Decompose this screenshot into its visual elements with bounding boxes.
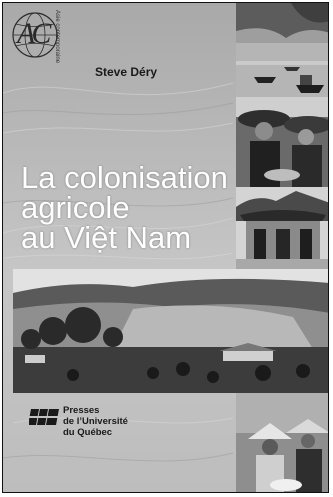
publisher-line-2: de l’Université <box>63 416 128 427</box>
publisher-logo-icon <box>29 409 59 425</box>
publisher-name: Presses de l’Université du Québec <box>63 405 128 438</box>
publisher-line-3: du Québec <box>63 427 113 438</box>
photo-pagoda-building <box>236 187 328 269</box>
photo-conical-hats <box>236 393 328 492</box>
book-cover: AC Asie contemporaine Steve Déry <box>2 2 329 493</box>
title-line-3: au Việt Nam <box>21 220 192 255</box>
collection-logo-letters: AC <box>17 17 51 50</box>
photo-market-vendors <box>236 97 328 187</box>
title-line-1: La colonisation <box>21 160 228 195</box>
collection-logo-globe-icon <box>12 12 58 58</box>
photo-agricultural-landscape <box>13 269 328 393</box>
photo-harbour-boats <box>236 3 328 97</box>
book-title: La colonisation agricole au Việt Nam <box>21 160 236 255</box>
publisher-line-1: Presses <box>63 405 100 416</box>
publisher-block: Presses de l’Université du Québec <box>29 405 128 438</box>
title-line-2: agricole <box>21 190 130 225</box>
author-name: Steve Déry <box>95 65 158 79</box>
collection-name: Asie contemporaine <box>54 10 60 64</box>
